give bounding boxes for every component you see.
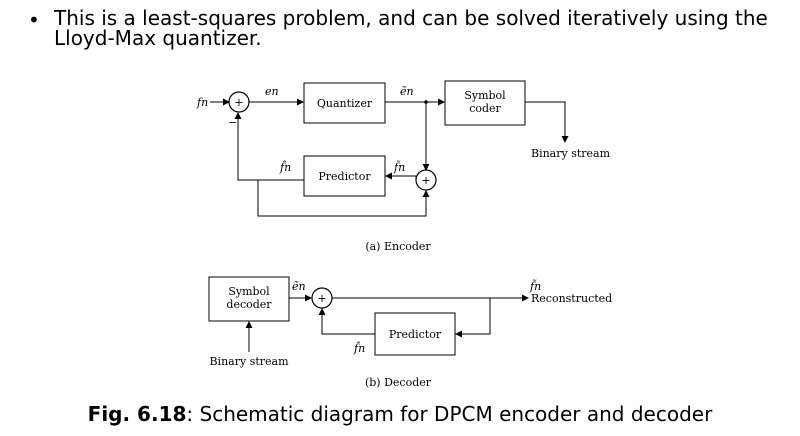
prediction-to-reconstruction-arrow [257, 180, 430, 217]
symbol-coder-label-line1: Symbol [464, 89, 506, 102]
symbol-decoder-label-line2: decoder [226, 298, 272, 311]
bullet-marker: • [28, 8, 40, 32]
figure-caption-label: Fig. 6.18 [87, 402, 187, 426]
encoder-sum-minus: − [228, 116, 237, 129]
encoder-output-label: Binary stream [531, 147, 611, 160]
symbol-coder-block [444, 80, 526, 126]
reconstructed-to-predictor-arrow [385, 172, 417, 180]
encoder-sum-plus: + [234, 96, 243, 109]
encoder-input-label: fn [196, 96, 208, 109]
figure-caption: Fig. 6.18: Schematic diagram for DPCM en… [0, 402, 800, 426]
encoder-predictor-block [303, 155, 386, 197]
prediction-feedback-arrow [234, 112, 304, 181]
decoder-reconstructed-label: Reconstructed [531, 292, 612, 305]
encoder-prediction-label: f̂n [279, 161, 291, 174]
decoder-input-label: Binary stream [209, 355, 289, 368]
encoder-caption: (a) Encoder [365, 240, 431, 253]
decoder-reconstructed-symbol: f̃n [529, 280, 541, 293]
symbol-decoder-label-line1: Symbol [228, 285, 270, 298]
figure-caption-text: : Schematic diagram for DPCM encoder and… [186, 402, 713, 426]
error-label: en [265, 85, 279, 98]
quantizer-block [303, 82, 386, 124]
decoder-feedback-to-predictor-arrow [455, 298, 491, 338]
encoder-output-arrow [525, 101, 569, 143]
bullet-text: This is a least-squares problem, and can… [54, 6, 768, 50]
decoder-sum-plus: + [317, 292, 326, 305]
encoder-reconstructed-label: f̃n [393, 161, 405, 174]
symbol-coder-label-line2: coder [469, 102, 501, 115]
reconstruction-sum-plus: + [421, 174, 430, 187]
decoder-caption: (b) Decoder [365, 376, 432, 389]
decoder-quantized-error-label: ẽn [292, 280, 306, 293]
encoder-predictor-label: Predictor [318, 170, 371, 183]
quantized-error-label: ẽn [400, 85, 414, 98]
quantizer-label: Quantizer [317, 97, 373, 110]
decoder-predictor-label: Predictor [389, 328, 442, 341]
decoder-prediction-arrow [318, 308, 375, 335]
decoder-prediction-label: f̂n [353, 342, 365, 355]
